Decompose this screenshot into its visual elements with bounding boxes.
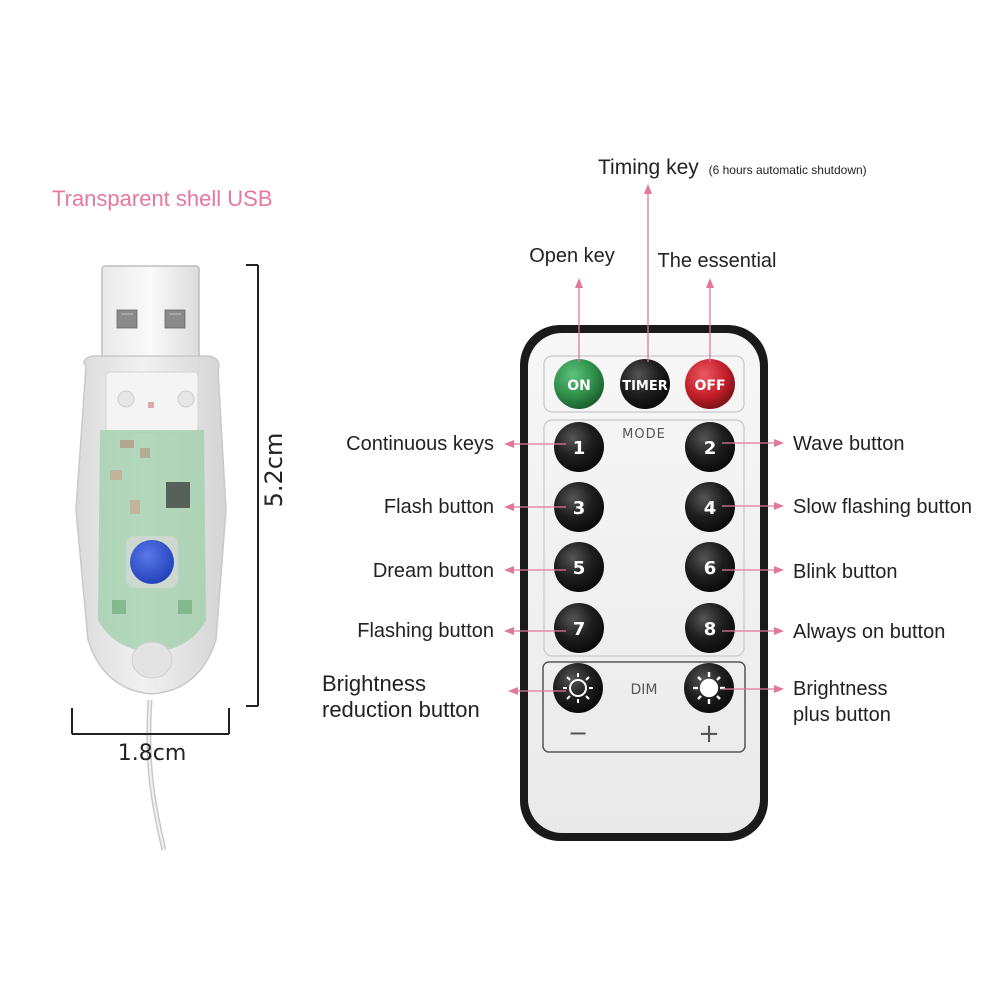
usb-title: Transparent shell USB — [52, 186, 273, 211]
svg-text:5: 5 — [573, 558, 586, 579]
usb-width-label: 1.8cm — [118, 741, 187, 766]
mode-button-8[interactable]: 8 — [685, 603, 735, 653]
minus-sign: − — [568, 719, 588, 747]
label-flashing-button: Flashing button — [357, 620, 494, 642]
svg-text:4: 4 — [704, 498, 717, 519]
label-slow-flashing-button: Slow flashing button — [793, 496, 972, 518]
svg-text:7: 7 — [573, 619, 586, 640]
remote-mode-panel — [543, 419, 745, 657]
mode-button-7[interactable]: 7 — [554, 603, 604, 653]
label-blink-button: Blink button — [793, 561, 898, 583]
on-button[interactable]: ON — [554, 359, 604, 409]
svg-text:OFF: OFF — [694, 378, 725, 394]
dim-label: DIM — [631, 682, 658, 698]
label-the-essential: The essential — [658, 250, 777, 272]
svg-text:2: 2 — [704, 438, 717, 459]
svg-text:6: 6 — [704, 558, 717, 579]
usb-height-dimension: 5.2cm — [246, 264, 288, 707]
sun-outline-icon — [563, 673, 593, 703]
sun-filled-icon — [693, 672, 725, 704]
brightness-up-button[interactable] — [684, 663, 734, 713]
mode-button-3[interactable]: 3 — [554, 482, 604, 532]
mode-button-4[interactable]: 4 — [685, 482, 735, 532]
svg-text:1: 1 — [573, 438, 586, 459]
label-continuous-keys: Continuous keys — [346, 433, 494, 455]
callout-arrows — [504, 184, 784, 695]
plus-sign: + — [698, 719, 720, 749]
svg-text:8: 8 — [704, 619, 717, 640]
label-timing-key: Timing key (6 hours automatic shutdown) — [598, 156, 867, 179]
usb-device — [75, 265, 227, 851]
label-flash-button: Flash button — [384, 496, 494, 518]
label-always-on-button: Always on button — [793, 621, 945, 643]
label-wave-button: Wave button — [793, 433, 905, 455]
svg-text:TIMER: TIMER — [622, 379, 668, 394]
off-button[interactable]: OFF — [685, 359, 735, 409]
remote-top-panel — [543, 355, 745, 413]
label-dream-button: Dream button — [373, 560, 494, 582]
timer-button[interactable]: TIMER — [620, 359, 670, 409]
usb-height-label: 5.2cm — [260, 433, 288, 508]
mode-label: MODE — [622, 427, 666, 442]
mode-button-2[interactable]: 2 — [685, 422, 735, 472]
remote-dim-panel — [542, 661, 746, 753]
svg-text:3: 3 — [573, 498, 586, 519]
label-open-key: Open key — [529, 245, 615, 267]
label-brightness-reduction-1: Brightness — [322, 671, 426, 696]
brightness-down-button[interactable] — [553, 663, 603, 713]
usb-mode-button — [130, 540, 174, 584]
mode-button-6[interactable]: 6 — [685, 542, 735, 592]
svg-text:ON: ON — [567, 378, 591, 394]
usb-width-dimension: 1.8cm — [71, 708, 230, 766]
mode-button-1[interactable]: 1 — [554, 422, 604, 472]
mode-button-5[interactable]: 5 — [554, 542, 604, 592]
label-brightness-plus-1: Brightness — [793, 678, 888, 700]
label-brightness-reduction-2: reduction button — [322, 697, 480, 722]
label-brightness-plus-2: plus button — [793, 704, 891, 726]
